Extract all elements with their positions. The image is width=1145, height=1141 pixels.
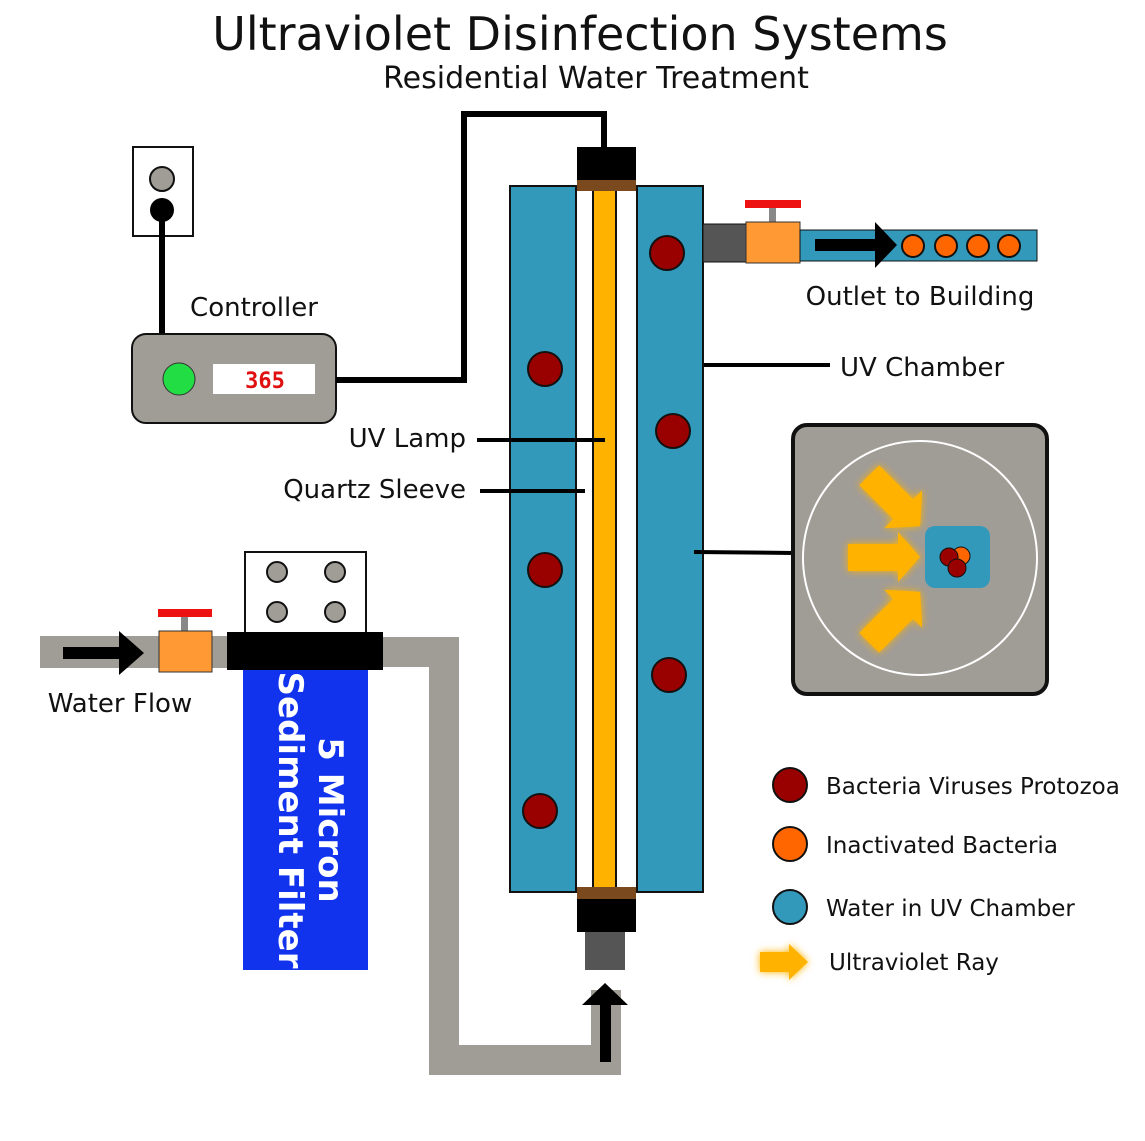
- legend: Bacteria Viruses Protozoa Inactivated Ba…: [760, 767, 1120, 980]
- bacteria-icon: [527, 552, 563, 588]
- sediment-filter: 5 Micron Sediment Filter: [227, 551, 383, 970]
- controller-display: 365: [245, 369, 285, 394]
- water-icon: [772, 889, 808, 925]
- filter-label-line1: 5 Micron: [310, 737, 350, 902]
- legend-label: Water in UV Chamber: [826, 896, 1075, 922]
- inactivated-bacteria-icon: [997, 234, 1021, 258]
- bacteria-icon: [947, 558, 967, 578]
- inactivated-bacteria-icon: [772, 826, 808, 862]
- legend-item: Water in UV Chamber: [772, 889, 1075, 925]
- uv-chamber-label: UV Chamber: [840, 353, 1004, 383]
- inactivated-bacteria-icon: [934, 234, 958, 258]
- status-led: [162, 362, 196, 396]
- legend-label: Bacteria Viruses Protozoa: [826, 774, 1120, 800]
- bacteria-icon: [655, 413, 691, 449]
- chamber-inlet-arrow: [582, 983, 628, 1062]
- page-title: Ultraviolet Disinfection Systems: [212, 7, 948, 61]
- outlet-label: Outlet to Building: [806, 282, 1035, 312]
- bacteria-icon: [651, 657, 687, 693]
- bacteria-icon: [522, 793, 558, 829]
- uv-lamp-label: UV Lamp: [349, 424, 466, 454]
- uv-ray-arrow-icon: [760, 944, 808, 980]
- filter-label-line2: Sediment Filter: [270, 672, 310, 969]
- inactivated-bacteria-icon: [901, 234, 925, 258]
- legend-label: Ultraviolet Ray: [829, 950, 999, 976]
- controller-label: Controller: [190, 293, 318, 323]
- inactivated-bacteria-icon: [966, 234, 990, 258]
- legend-item: Ultraviolet Ray: [760, 944, 999, 980]
- bacteria-icon: [649, 235, 685, 271]
- outlet-assembly: [702, 200, 1038, 268]
- controller-box: 365: [131, 333, 337, 424]
- uv-ray-arrow-icon: [859, 589, 923, 653]
- quartz-sleeve-label: Quartz Sleeve: [283, 475, 466, 505]
- legend-item: Inactivated Bacteria: [772, 826, 1058, 862]
- uv-ray-arrow-icon: [859, 465, 923, 529]
- controller-cable: [336, 111, 607, 383]
- legend-item: Bacteria Viruses Protozoa: [772, 767, 1120, 803]
- bacteria-group: [522, 235, 691, 829]
- bacteria-icon: [527, 351, 563, 387]
- uv-ray-arrow-icon: [848, 532, 920, 582]
- uv-lamp: [592, 187, 617, 891]
- water-flow-label: Water Flow: [48, 689, 192, 719]
- zoom-callout: [693, 550, 796, 555]
- page-subtitle: Residential Water Treatment: [383, 61, 809, 96]
- water-flow-arrow: [63, 631, 144, 675]
- bacteria-icon: [772, 767, 808, 803]
- zoom-panel: [791, 423, 1049, 696]
- legend-label: Inactivated Bacteria: [826, 833, 1058, 859]
- uv-chamber: [509, 147, 704, 970]
- inlet-valve: [158, 609, 213, 673]
